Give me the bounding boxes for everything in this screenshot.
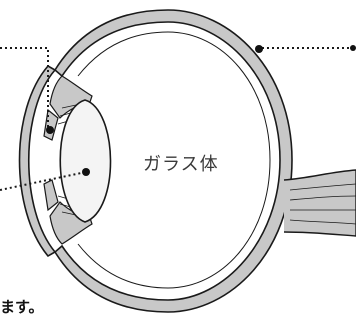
optic-nerve [284, 170, 356, 236]
leader-dot-right-end [350, 45, 356, 51]
vitreous-body-label: ガラス体 [143, 150, 219, 176]
lens [60, 100, 110, 222]
cut-off-caption: ます。 [0, 296, 44, 317]
leader-dot-lens [82, 168, 90, 176]
leader-dot-ciliary [46, 126, 54, 134]
leader-dot-retina [255, 45, 263, 53]
cornea [20, 66, 56, 256]
